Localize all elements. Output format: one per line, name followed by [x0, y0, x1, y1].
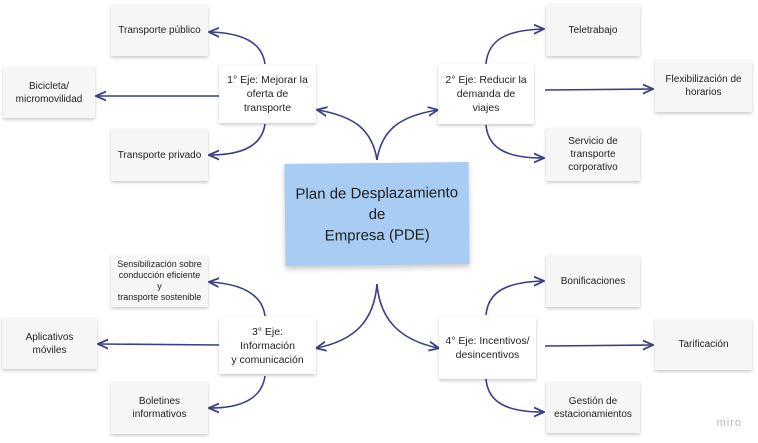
leaf-note-boletines[interactable]: Boletines informativos [111, 382, 208, 434]
leaf-note-sensibilizacion[interactable]: Sensibilización sobre conducción eficien… [111, 255, 208, 307]
connector-center-eje1 [318, 110, 378, 161]
connector-eje1-transporte-publico [210, 32, 266, 65]
central-topic-note[interactable]: Plan de Desplazamiento de Empresa (PDE) [284, 162, 470, 266]
connector-eje2-servicio [485, 124, 543, 158]
leaf-note-teletrabajo[interactable]: Teletrabajo [546, 4, 640, 56]
connector-eje3-boletines [210, 375, 266, 408]
connector-center-eje3 [317, 283, 378, 348]
axis-note-eje4[interactable]: 4° Eje: Incentivos/ desincentivos [439, 317, 536, 379]
axis-note-eje1[interactable]: 1° Eje: Mejorar la oferta de transporte [219, 65, 316, 123]
connector-eje4-gestion [485, 378, 543, 412]
leaf-note-bonificaciones[interactable]: Bonificaciones [546, 255, 640, 307]
leaf-note-flexibilizacion[interactable]: Flexibilización de horarios [655, 60, 752, 112]
connector-eje4-bonificaciones [485, 281, 543, 316]
connector-eje4-tarificacion [544, 345, 652, 346]
connector-center-eje4 [376, 283, 438, 348]
leaf-note-tarificacion[interactable]: Tarificación [655, 319, 752, 370]
leaf-note-transporte-publico[interactable]: Transporte público [111, 5, 208, 56]
connector-eje2-flexibilizacion [544, 89, 652, 90]
axis-note-eje3[interactable]: 3° Eje: Información y comunicación [219, 317, 316, 374]
connector-center-eje2 [376, 110, 437, 161]
leaf-note-gestion[interactable]: Gestión de estacionamientos [546, 382, 640, 433]
miro-watermark: miro [716, 417, 742, 429]
connector-eje1-transporte-privado [210, 123, 266, 155]
leaf-note-servicio-corporativo[interactable]: Servicio de transporte corporativo [546, 128, 640, 181]
connector-eje2-teletrabajo [485, 29, 543, 65]
axis-note-eje2[interactable]: 2° Eje: Reducir la demanda de viajes [438, 64, 534, 124]
connector-eje3-aplicativos [99, 344, 221, 345]
leaf-note-aplicativos[interactable]: Aplicativos móviles [2, 318, 97, 369]
leaf-note-bicicleta[interactable]: Bicicleta/ micromovilidad [3, 67, 95, 118]
connector-eje3-sensibilizacion [210, 282, 266, 317]
leaf-note-transporte-privado[interactable]: Transporte privado [111, 129, 208, 181]
